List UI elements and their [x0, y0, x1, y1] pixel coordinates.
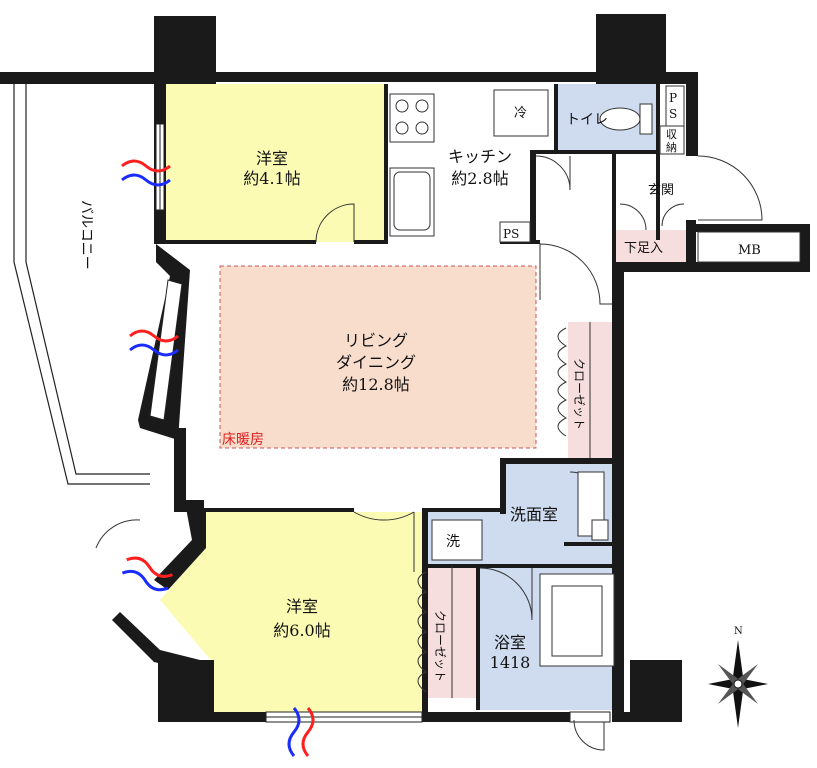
closet-living-label: クローゼット [572, 358, 586, 430]
western-room-1-size: 約4.1帖 [243, 169, 300, 188]
kitchen-fixtures [389, 89, 549, 237]
western-room-1-floor [166, 84, 384, 242]
stove [389, 93, 435, 143]
western-room-2-floor [160, 512, 426, 712]
closet-doors [417, 322, 591, 698]
washer-label: 洗 [446, 534, 460, 550]
storage-label-2: 納 [666, 141, 677, 154]
balcony [0, 74, 158, 485]
shoe-box-floor [614, 230, 690, 262]
ps-top-label-2: S [669, 107, 677, 121]
fridge [493, 89, 549, 137]
kitchen-size: 約2.8帖 [451, 169, 508, 188]
windows [149, 123, 611, 723]
storage-label-1: 収 [666, 128, 677, 141]
airflow-icon [287, 707, 315, 757]
toilet-label: トイレ [566, 112, 608, 128]
living-name-1: リビング [344, 331, 408, 350]
living-name-2: ダイニング [336, 353, 416, 372]
shoe-box-label: 下足入 [624, 241, 663, 256]
toilet-fixture [599, 103, 653, 135]
compass-icon [708, 640, 768, 728]
ps-boxes [499, 85, 801, 263]
entrance-label: 玄関 [648, 183, 674, 198]
washroom-label: 洗面室 [510, 505, 558, 524]
living-size: 約12.8帖 [342, 375, 410, 394]
floor-heating-label: 床暖房 [222, 432, 264, 448]
airflow-icon [121, 159, 171, 187]
kitchen-name: キッチン [448, 147, 512, 166]
washer [431, 519, 483, 561]
sink-wash [591, 519, 609, 541]
ps-kitchen-label: PS [503, 227, 519, 241]
fridge-label: 冷 [514, 106, 527, 121]
bath-name: 浴室 [494, 633, 526, 652]
balcony-label: バルコニー [78, 200, 94, 270]
airflow-icon [121, 556, 173, 592]
bath-size: 1418 [490, 653, 531, 672]
western-room-2-name: 洋室 [286, 597, 318, 616]
mb-label: MB [738, 243, 761, 258]
closet-room2-label: クローゼット [433, 610, 447, 682]
floor-heating-area [219, 265, 537, 449]
airflow-icons [121, 159, 315, 757]
western-room-2-size: 約6.0帖 [273, 621, 330, 640]
bath-fixtures [431, 471, 615, 667]
western-room-1-name: 洋室 [256, 149, 288, 168]
compass-north-label: N [734, 626, 743, 637]
ps-top-label-1: P [669, 91, 677, 105]
airflow-icon [129, 329, 179, 357]
